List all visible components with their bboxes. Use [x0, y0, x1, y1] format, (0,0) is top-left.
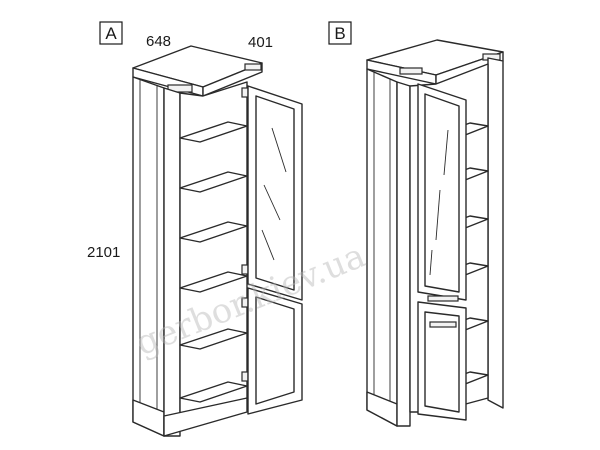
- view-a-top-fittings: [167, 63, 262, 93]
- view-b-label-box: B: [328, 21, 352, 45]
- dimension-height: 2101: [87, 244, 120, 261]
- view-b-solid-door: [417, 301, 467, 421]
- view-b-solid-door-handle: [429, 321, 457, 328]
- view-b-front-post: [396, 81, 411, 427]
- dimension-depth: 401: [248, 34, 273, 51]
- view-b-right-side: [487, 57, 504, 409]
- view-a-label-box: A: [99, 21, 123, 45]
- view-b-cabinet: [366, 39, 504, 427]
- dimension-width: 648: [146, 33, 171, 50]
- view-a-shelves: [179, 121, 248, 403]
- view-b-label: B: [334, 24, 345, 43]
- view-a-label: A: [105, 24, 117, 43]
- view-a-glass-door: [247, 85, 303, 301]
- view-a-left-side: [132, 76, 165, 437]
- view-b-left-side: [366, 68, 398, 427]
- view-b-glass-door: [417, 83, 467, 302]
- view-a-front-post: [163, 87, 181, 437]
- view-b-glass-door-handle: [427, 295, 459, 302]
- view-a-solid-door: [247, 287, 303, 415]
- view-a-cabinet: [132, 45, 303, 437]
